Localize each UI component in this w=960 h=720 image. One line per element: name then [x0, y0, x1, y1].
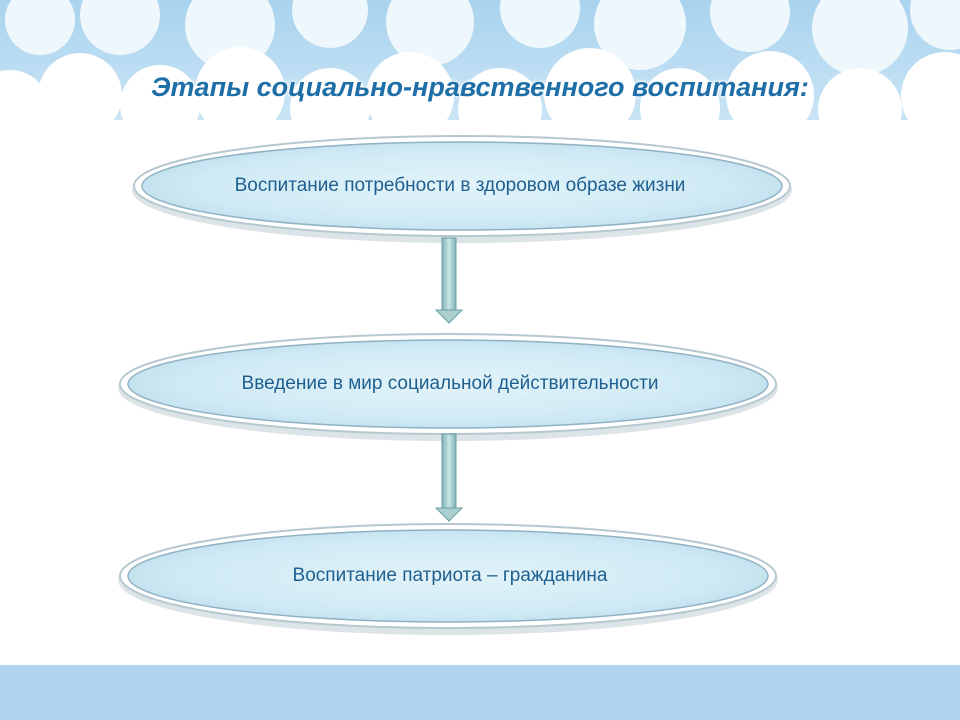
down-arrow-icon: [434, 433, 464, 522]
stage-2-label: Введение в мир социальной действительнос…: [241, 373, 659, 394]
bottom-band: [0, 665, 960, 720]
stage-3-label: Воспитание патриота – гражданина: [292, 565, 608, 586]
stage-2-ellipse: [118, 333, 778, 441]
sky-clouds-background: [0, 0, 960, 140]
stage-1-ellipse: [132, 135, 792, 243]
down-arrow-icon: [434, 237, 464, 324]
cloud-icon: [5, 0, 960, 76]
stage-1-label: Воспитание потребности в здоровом образе…: [234, 175, 686, 196]
stage-3-ellipse: [118, 523, 778, 635]
cloud-icon: [0, 47, 960, 140]
page-title: Этапы социально-нравственного воспитания…: [151, 72, 809, 102]
